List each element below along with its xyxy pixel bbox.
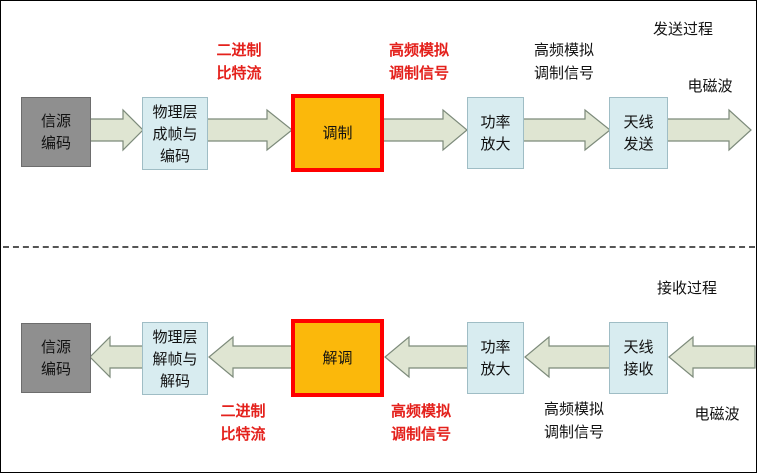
send-arrow-3 xyxy=(382,108,468,152)
receive-arrow-4 xyxy=(524,335,612,379)
send-amplify-box: 功率 放大 xyxy=(467,97,524,169)
send-framing-box: 物理层 成帧与 编码 xyxy=(142,97,208,170)
send-process-title: 发送过程 xyxy=(653,20,714,38)
receive-hf-analog-label-red: 高频模拟 调制信号 xyxy=(390,402,451,443)
receive-amplify-box: 功率 放大 xyxy=(467,322,524,394)
send-arrow-1 xyxy=(89,108,144,152)
section-divider xyxy=(3,246,755,248)
send-em-arrow xyxy=(666,108,752,152)
receive-demodulation-box: 解调 xyxy=(291,319,384,397)
send-antenna-transmit-box: 天线 发送 xyxy=(609,97,668,169)
receive-arrow-3 xyxy=(384,335,470,379)
receive-binary-stream-label: 二进制 比特流 xyxy=(220,402,266,443)
send-hf-analog-label-red: 高频模拟 调制信号 xyxy=(388,41,449,82)
send-binary-stream-label: 二进制 比特流 xyxy=(216,41,262,82)
send-hf-analog-label: 高频模拟 调制信号 xyxy=(533,41,594,82)
receive-arrow-2 xyxy=(208,335,294,379)
receive-source-coding-box: 信源 编码 xyxy=(21,323,91,393)
receive-em-arrow xyxy=(668,335,756,379)
receive-hf-analog-label: 高频模拟 调制信号 xyxy=(543,400,604,441)
receive-process-title: 接收过程 xyxy=(657,279,718,297)
receive-deframing-box: 物理层 解帧与 解码 xyxy=(142,322,208,395)
receive-arrow-1 xyxy=(89,335,144,379)
receive-em-wave-label: 电磁波 xyxy=(694,405,740,423)
send-arrow-2 xyxy=(206,108,293,152)
receive-antenna-box: 天线 接收 xyxy=(609,322,668,394)
send-em-wave-label: 电磁波 xyxy=(687,77,733,95)
send-modulation-box: 调制 xyxy=(291,94,384,172)
send-source-coding-box: 信源 编码 xyxy=(21,97,91,167)
send-arrow-4 xyxy=(522,108,611,152)
